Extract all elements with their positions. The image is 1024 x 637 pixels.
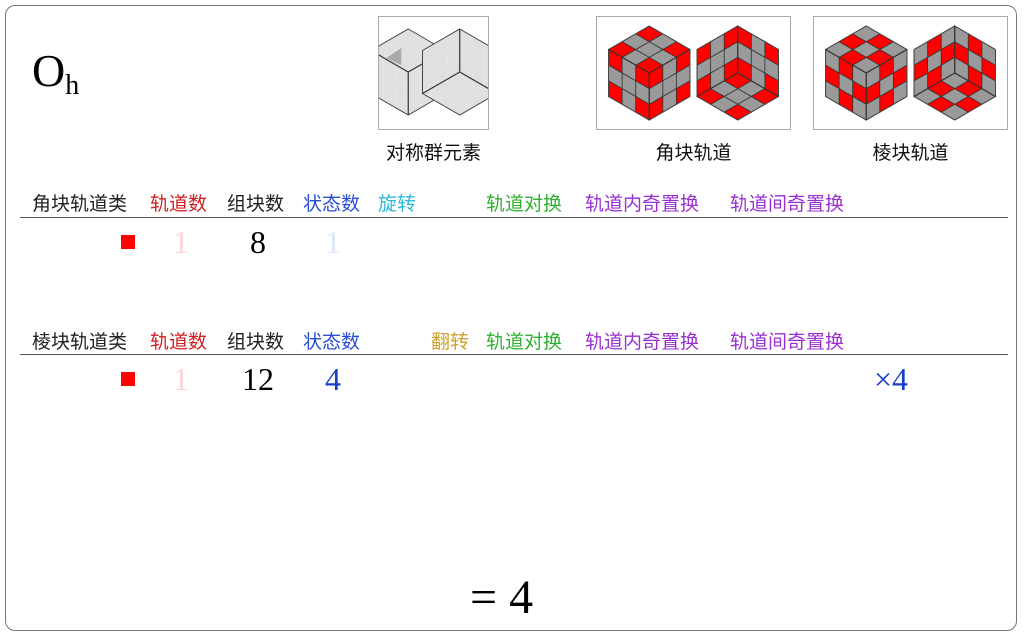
group-title: Oh	[32, 45, 80, 101]
corner-class-marker	[121, 235, 135, 249]
edge-orbits-value: 1	[173, 361, 189, 397]
header-flip: 翻转	[431, 331, 470, 353]
cube-edge-line	[608, 48, 650, 74]
header-corner-class: 角块轨道类	[32, 193, 128, 215]
corner-orbit-image	[596, 16, 791, 130]
header-inner-odd: 轨道内奇置换	[585, 193, 700, 215]
cube-outline	[913, 25, 996, 121]
header-inner-odd: 轨道内奇置换	[585, 331, 700, 353]
header-rotation: 旋转	[378, 193, 417, 215]
corner-orbits-value: 1	[173, 224, 189, 260]
header-states: 状态数	[303, 193, 361, 215]
cube-edge-line	[913, 72, 956, 98]
header-inter-odd: 轨道间奇置换	[730, 193, 845, 215]
header-inter-odd: 轨道间奇置换	[730, 331, 845, 353]
edge-multiplier-value: ×4	[873, 361, 909, 397]
corner-blocks-value: 8	[250, 224, 266, 260]
corner-table-rule	[20, 217, 1008, 218]
edge-blocks-value: 12	[242, 361, 274, 397]
cube-outline	[696, 25, 779, 121]
caption-edge-orbit: 棱块轨道	[872, 142, 949, 164]
cube-edge-line	[648, 48, 691, 74]
header-orbit-swap: 轨道对换	[486, 331, 563, 353]
header-blocks: 组块数	[227, 193, 285, 215]
header-orbit-swap: 轨道对换	[486, 193, 563, 215]
edge-class-marker	[121, 372, 135, 386]
header-orbits: 轨道数	[150, 331, 208, 353]
cube-edge-line	[865, 48, 908, 74]
header-blocks: 组块数	[227, 331, 285, 353]
corner-states-value: 1	[325, 224, 341, 260]
diagram-frame	[5, 5, 1017, 631]
cube-edge-line	[422, 71, 461, 95]
edge-orbit-image	[813, 16, 1008, 130]
symmetry-elements-image	[370, 16, 498, 130]
header-orbits: 轨道数	[150, 193, 208, 215]
result-value: = 4	[470, 571, 534, 624]
rotation-axis-marker	[386, 48, 402, 65]
cube-edge-line	[696, 72, 739, 98]
header-states: 状态数	[303, 331, 361, 353]
edge-table-rule	[20, 354, 1008, 355]
caption-corner-orbit: 角块轨道	[655, 142, 732, 164]
cube-edge-line	[954, 72, 996, 98]
caption-symmetry-elements: 对称群元素	[385, 142, 481, 164]
cube-edge-line	[825, 48, 867, 74]
header-edge-class: 棱块轨道类	[32, 331, 128, 353]
edge-states-value: 4	[325, 361, 341, 397]
cube-edge-line	[737, 72, 779, 98]
